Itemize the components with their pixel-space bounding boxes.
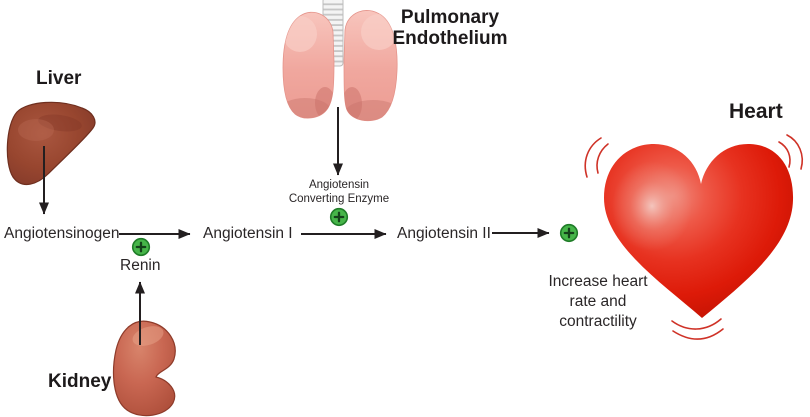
heart-effect-line3: contractility	[559, 313, 637, 330]
heart-illustration	[604, 143, 794, 318]
heart-effect-line2: rate and	[569, 293, 627, 310]
angiotensin-i-label: Angiotensin I	[203, 225, 293, 242]
kidney-label: Kidney	[48, 371, 112, 392]
heart-effect-line1: Increase heart	[548, 273, 648, 290]
ace-label-line2: Converting Enzyme	[288, 192, 390, 205]
pulmonary-label-line2: Endothelium	[392, 28, 508, 49]
ace-label-line1: Angiotensin	[308, 179, 370, 191]
angiotensin-converting-enzyme-label: Angiotensin Converting Enzyme	[283, 179, 395, 206]
liver-illustration	[6, 101, 96, 185]
heart-effect-label: Increase heart rate and contractility	[536, 272, 660, 332]
plus-icon	[559, 223, 579, 243]
angiotensinogen-label: Angiotensinogen	[4, 225, 120, 242]
renin-label: Renin	[120, 257, 161, 274]
heart-label: Heart	[729, 100, 783, 123]
plus-icon	[131, 237, 151, 257]
pathway-arrows	[39, 107, 550, 345]
angiotensin-ii-label: Angiotensin II	[397, 225, 491, 242]
kidney-illustration	[112, 320, 176, 417]
heartbeat-vibration-lines	[584, 134, 803, 340]
pulmonary-endothelium-label: Pulmonary Endothelium	[385, 7, 515, 49]
pulmonary-label-line1: Pulmonary	[400, 7, 500, 28]
liver-label: Liver	[36, 68, 82, 89]
plus-icon	[329, 207, 349, 227]
